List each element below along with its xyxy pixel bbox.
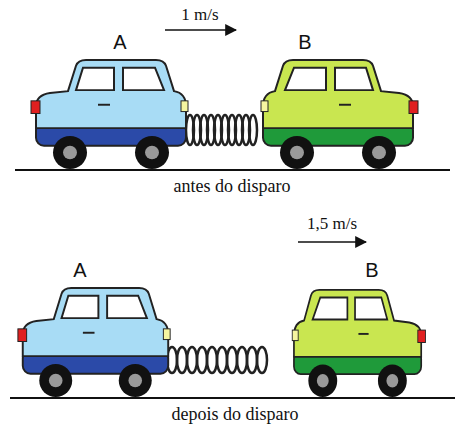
spring-coil [187,347,197,373]
velocity-label: 1 m/s [181,5,218,25]
spring-coil [257,347,267,373]
spring-coil [177,347,187,373]
car-letter: B [365,258,378,282]
spring-coil [207,347,217,373]
spring-coil [247,347,257,373]
panel-caption: antes do disparo [174,176,291,198]
ground-line [15,169,450,171]
car-b [261,60,418,169]
car-letter: B [298,30,311,54]
velocity-arrow [298,241,366,243]
ground-line [10,397,455,399]
velocity-arrow [165,29,236,31]
car-a [18,288,170,397]
spring-coil [249,115,257,145]
spring-coil [197,347,207,373]
spring [167,347,267,373]
spring [186,115,257,145]
panel-caption: depois do disparo [172,404,299,426]
car-letter: A [73,258,86,282]
velocity-label: 1,5 m/s [307,214,357,234]
spring-coil [237,347,247,373]
car-letter: A [113,30,126,54]
car-b [292,290,425,397]
car-a [31,60,188,169]
spring-coil [227,347,237,373]
spring-coil [217,347,227,373]
